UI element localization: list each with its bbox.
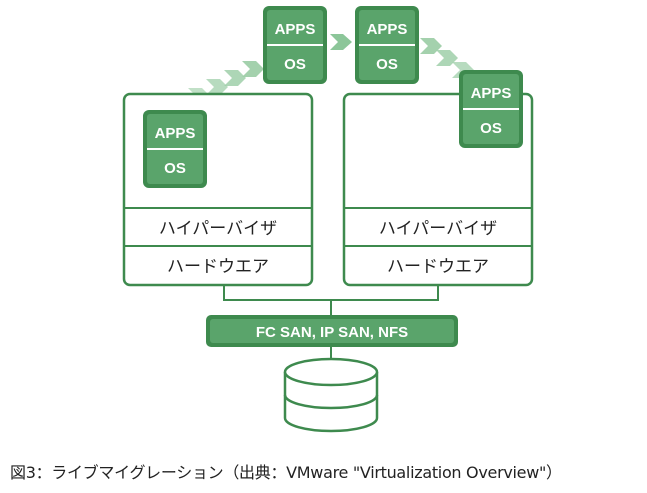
vm-migrating-1-os-label: OS	[284, 56, 306, 73]
vm-left-host-apps-label: APPS	[155, 125, 196, 142]
vm-migrating-2-os-label: OS	[376, 56, 398, 73]
migration-arrow-middle	[330, 34, 352, 50]
vm-migrating-1-apps-label: APPS	[275, 21, 316, 38]
host-right-hypervisor-label: ハイパーバイザ	[379, 219, 497, 239]
vm-migrating-2-apps-label: APPS	[367, 21, 408, 38]
vm-left-host: APPS OS	[143, 110, 207, 188]
storage-network-label: FC SAN, IP SAN, NFS	[256, 324, 408, 341]
vm-left-host-os-label: OS	[164, 160, 186, 177]
host-left-hypervisor-label: ハイパーバイザ	[159, 219, 277, 239]
host-left-hardware-label: ハードウエア	[167, 257, 269, 277]
vm-right-host-apps-label: APPS	[471, 85, 512, 102]
storage-network-bar: FC SAN, IP SAN, NFS	[206, 315, 458, 347]
host-connections	[223, 285, 439, 316]
vm-migrating-2: APPS OS	[355, 6, 419, 84]
figure-caption: 図3：ライブマイグレーション（出典：VMware "Virtualization…	[10, 463, 562, 482]
vm-migrating-1: APPS OS	[263, 6, 327, 84]
host-right-hardware-label: ハードウエア	[387, 257, 489, 277]
vm-right-host: APPS OS	[459, 70, 523, 148]
vm-right-host-os-label: OS	[480, 120, 502, 137]
storage-database-icon	[283, 357, 379, 433]
migration-arrows	[170, 34, 474, 113]
